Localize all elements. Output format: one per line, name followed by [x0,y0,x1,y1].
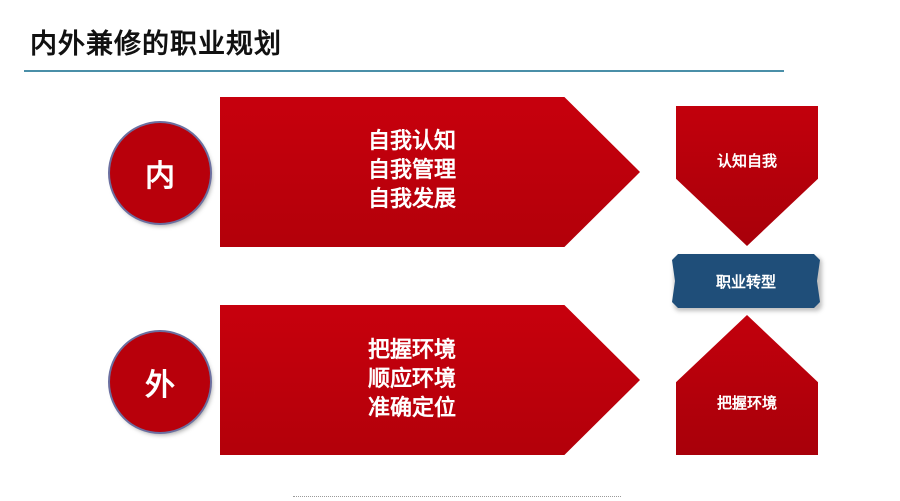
inner-circle-label: 内 [145,159,175,194]
inner-line-1: 自我认知 [367,129,456,154]
outer-circle-label: 外 [145,368,175,403]
inner-line-2: 自我管理 [367,158,456,183]
inner-circle: 内 [110,123,210,223]
outer-arrow [220,305,640,455]
center-badge-label: 职业转型 [715,272,776,291]
inner-arrow [220,97,640,247]
outer-arrow-text: 把握环境 顺应环境 准确定位 [262,336,562,423]
outer-line-1: 把握环境 [367,338,456,363]
page-title: 内外兼修的职业规划 [30,29,282,60]
top-chevron-label: 认知自我 [716,152,777,170]
center-badge: 职业转型 [672,254,820,308]
inner-line-3: 自我发展 [367,187,456,212]
footer-divider [293,496,621,497]
outer-line-3: 准确定位 [367,396,456,421]
outer-circle: 外 [110,332,210,432]
outer-line-2: 顺应环境 [367,367,456,392]
top-chevron-shape [676,106,818,246]
inner-arrow-text: 自我认知 自我管理 自我发展 [262,127,562,214]
title-divider [24,70,784,72]
bottom-chevron-label: 把握环境 [716,394,777,412]
bottom-chevron-shape [676,315,818,455]
